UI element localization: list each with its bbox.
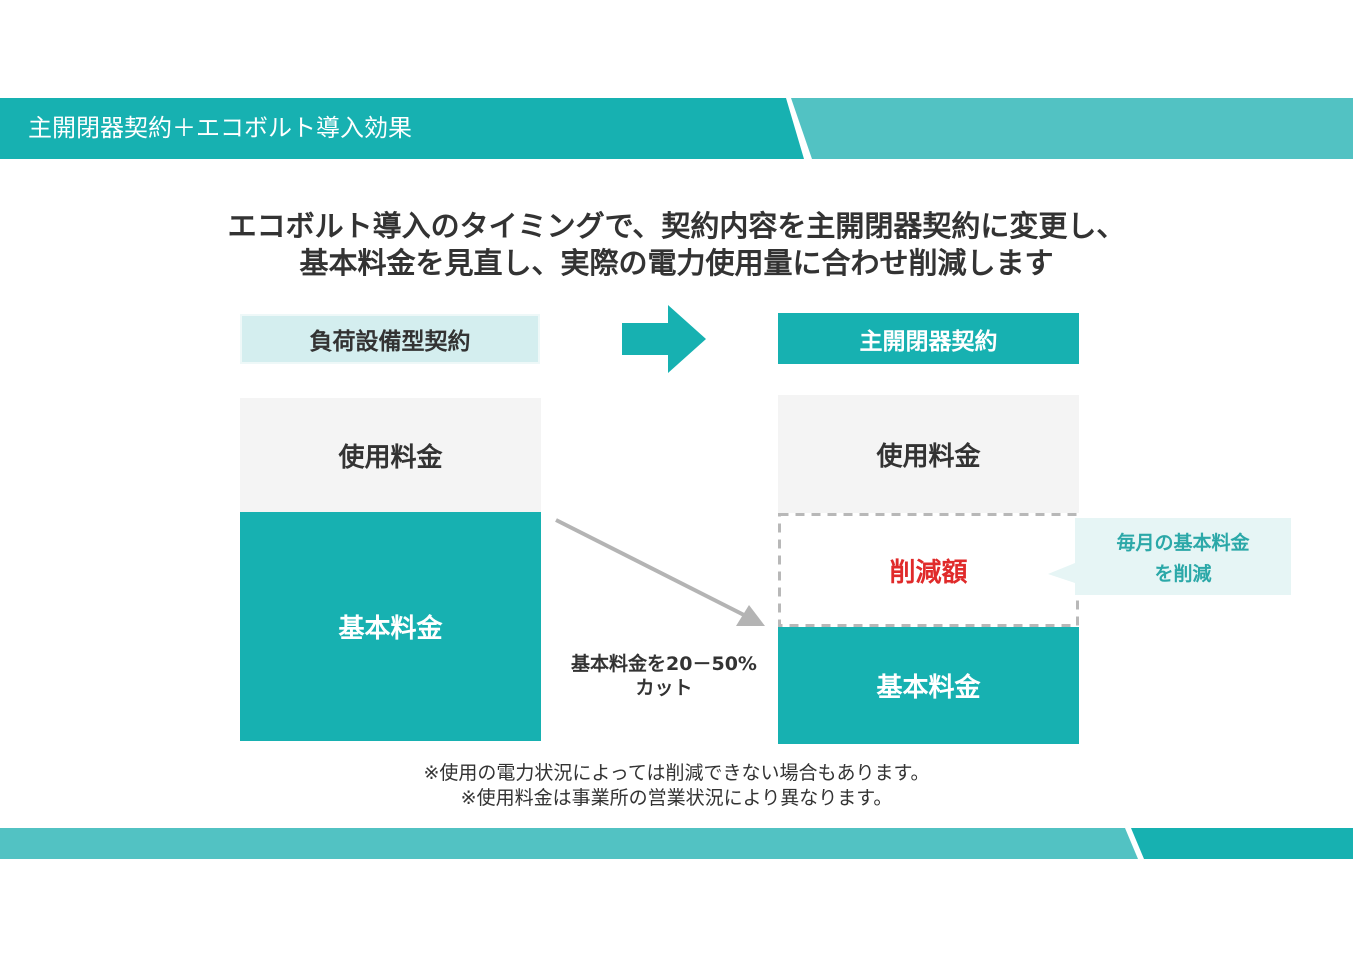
footer-banner-light	[0, 828, 1138, 859]
before-base-fee: 基本料金	[240, 512, 541, 741]
callout-line-2: を削減	[1154, 563, 1212, 585]
header-banner-dark	[0, 98, 804, 159]
before-contract-label: 負荷設備型契約	[240, 314, 540, 364]
headline-line-1: エコボルト導入のタイミングで、契約内容を主開閉器契約に変更し、	[227, 209, 1126, 243]
reduction-dashed-frame	[778, 513, 1079, 627]
after-usage-fee: 使用料金	[778, 395, 1079, 513]
after-base-fee: 基本料金	[778, 627, 1079, 744]
after-contract-label: 主開閉器契約	[778, 313, 1079, 364]
callout-text: 毎月の基本料金 を削減	[1075, 528, 1291, 590]
header-title: 主開閉器契約＋エコボルト導入効果	[28, 114, 412, 142]
callout-bubble	[1048, 518, 1291, 595]
reduction-amount: 削減額	[889, 557, 968, 588]
footer-banner-dark	[1131, 828, 1353, 859]
cut-line-2: カット	[635, 677, 693, 699]
diagonal-arrow-icon	[555, 518, 765, 626]
note-line-1: ※使用の電力状況によっては削減できない場合もあります。	[423, 762, 930, 784]
header-banner-light	[791, 98, 1353, 159]
before-usage-fee: 使用料金	[240, 398, 541, 512]
cut-text: 基本料金を20－50% カット	[558, 652, 770, 700]
headline-line-2: 基本料金を見直し、実際の電力使用量に合わせ削減します	[299, 246, 1054, 280]
footer-banner	[0, 828, 1353, 859]
note-line-2: ※使用料金は事業所の営業状況により異なります。	[460, 787, 893, 809]
callout-line-1: 毎月の基本料金	[1116, 532, 1250, 554]
header-banner	[0, 98, 1353, 159]
cut-line-1: 基本料金を20－50%	[571, 653, 757, 675]
right-arrow-icon	[622, 305, 706, 373]
